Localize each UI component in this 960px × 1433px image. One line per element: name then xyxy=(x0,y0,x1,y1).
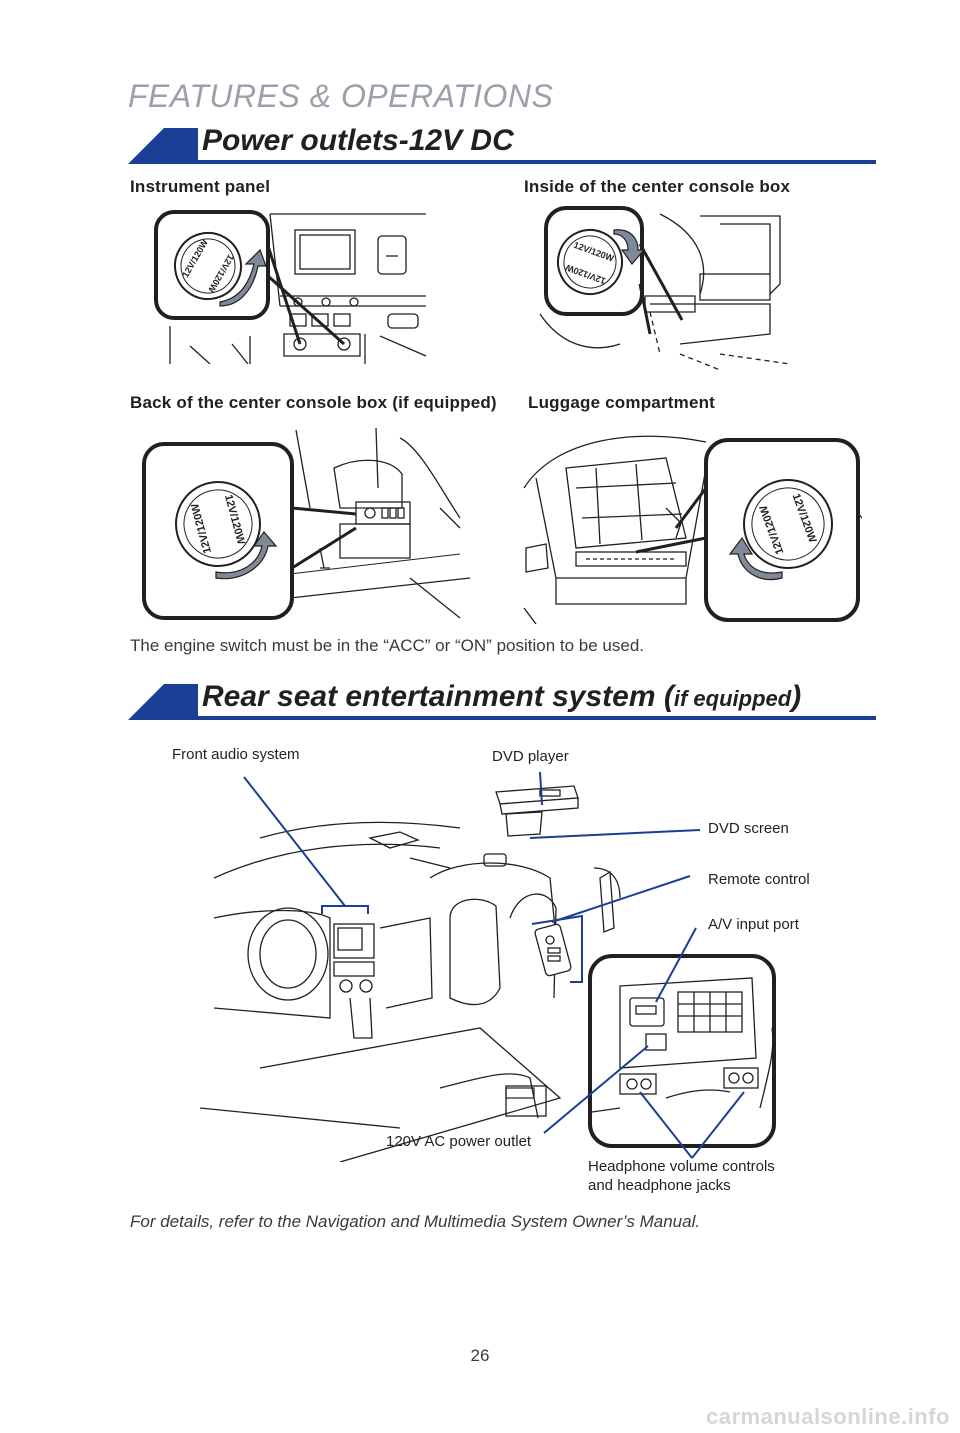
callout-dvd-screen: DVD screen xyxy=(708,820,789,837)
header-rule xyxy=(198,160,876,164)
callout-headphone: Headphone volume controls and headphone … xyxy=(588,1157,775,1195)
page-number: 26 xyxy=(470,1346,490,1365)
caption-console-back: Back of the center console box (if equip… xyxy=(130,393,497,412)
power-outlets-header: Power outlets-12V DC xyxy=(128,124,876,164)
rotate-arrow-icon xyxy=(215,531,278,580)
console-inside-figure: 12V/120W 12V/120W xyxy=(539,206,791,371)
header-rule xyxy=(198,716,876,720)
rotate-arrow-icon xyxy=(613,229,646,265)
callout-headphone-line1: Headphone volume controls xyxy=(588,1158,775,1175)
rear-seat-title-main: Rear seat entertainment system ( xyxy=(202,680,674,713)
rear-seat-title: Rear seat entertainment system (if equip… xyxy=(202,680,801,714)
engine-switch-note: The engine switch must be in the “ACC” o… xyxy=(130,636,645,655)
callout-ac-outlet: 120V AC power outlet xyxy=(386,1133,532,1150)
rear-seat-title-ifequipped: if equipped xyxy=(673,686,792,711)
callout-headphone-line2: and headphone jacks xyxy=(588,1177,731,1194)
rear-seat-header: Rear seat entertainment system (if equip… xyxy=(128,680,876,720)
luggage-figure: 12V/120W 12V/120W xyxy=(523,435,862,624)
caption-console-inside: Inside of the center console box xyxy=(524,177,791,196)
instrument-panel-figure: 12V/120W 12V/120W xyxy=(154,210,426,364)
rear-seat-title-close: ) xyxy=(791,680,802,713)
console-back-figure: 12V/120W 12V/120W xyxy=(142,428,471,620)
rotate-arrow-icon xyxy=(219,248,267,307)
rotate-arrow-icon xyxy=(728,536,783,581)
category-heading: FEATURES & OPERATIONS xyxy=(128,78,554,114)
callout-av-input: A/V input port xyxy=(708,916,799,933)
callout-remote: Remote control xyxy=(708,871,810,888)
callout-front-audio: Front audio system xyxy=(172,746,300,763)
caption-luggage: Luggage compartment xyxy=(528,393,716,412)
manual-footnote: For details, refer to the Navigation and… xyxy=(130,1212,701,1231)
power-outlets-title: Power outlets-12V DC xyxy=(202,124,514,157)
callout-dvd-player: DVD player xyxy=(492,748,569,765)
caption-instrument-panel: Instrument panel xyxy=(130,177,271,196)
site-watermark: carmanualsonline.info xyxy=(706,1404,950,1429)
